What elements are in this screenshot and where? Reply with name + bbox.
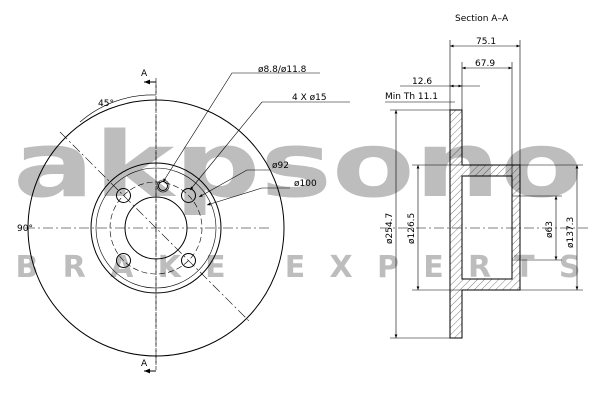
bolt-leader — [189, 101, 350, 191]
section-title: Section A–A — [455, 14, 509, 24]
dia-inner-label: ø126.5 — [407, 213, 417, 244]
min-thickness: Min Th 11.1 — [385, 92, 438, 102]
centre-ring-label: ø100 — [294, 179, 317, 189]
pcd-leader — [198, 169, 270, 198]
section-mark-bottom: A — [141, 359, 148, 369]
dim-thickness: 12.6 — [412, 77, 432, 87]
front-centerline-45 — [59, 131, 251, 323]
dia-outer-label: ø254.7 — [385, 213, 395, 244]
section-view: Section A–A 75.1 67.9 12.6 Min Th 11.1 ø… — [380, 14, 590, 339]
dim-hat-height: 67.9 — [475, 59, 495, 69]
hole-leader — [162, 72, 320, 183]
angle-90-label: 90° — [17, 224, 33, 234]
section-mark-top: A — [141, 69, 148, 79]
hole-label: ø8.8/ø11.8 — [258, 65, 307, 75]
bolt-hole-2 — [181, 188, 196, 203]
centre-ring-leader — [206, 187, 290, 206]
angle-45-label: 45° — [98, 99, 114, 109]
bolt-hole-1 — [116, 188, 131, 203]
dia-hat-label: ø137.3 — [566, 217, 576, 248]
pcd-label: ø92 — [272, 161, 289, 171]
bolt-label: 4 X ø15 — [292, 93, 327, 103]
dim-total-height: 75.1 — [476, 37, 496, 47]
bolt-hole-4 — [181, 253, 196, 268]
dia-bore-label: ø63 — [545, 221, 555, 238]
bolt-hole-3 — [116, 253, 131, 268]
front-view: A A 45° 90° ø8.8/ø11.8 4 X ø15 ø92 ø100 — [17, 65, 350, 374]
angle-arc-45 — [79, 94, 157, 123]
